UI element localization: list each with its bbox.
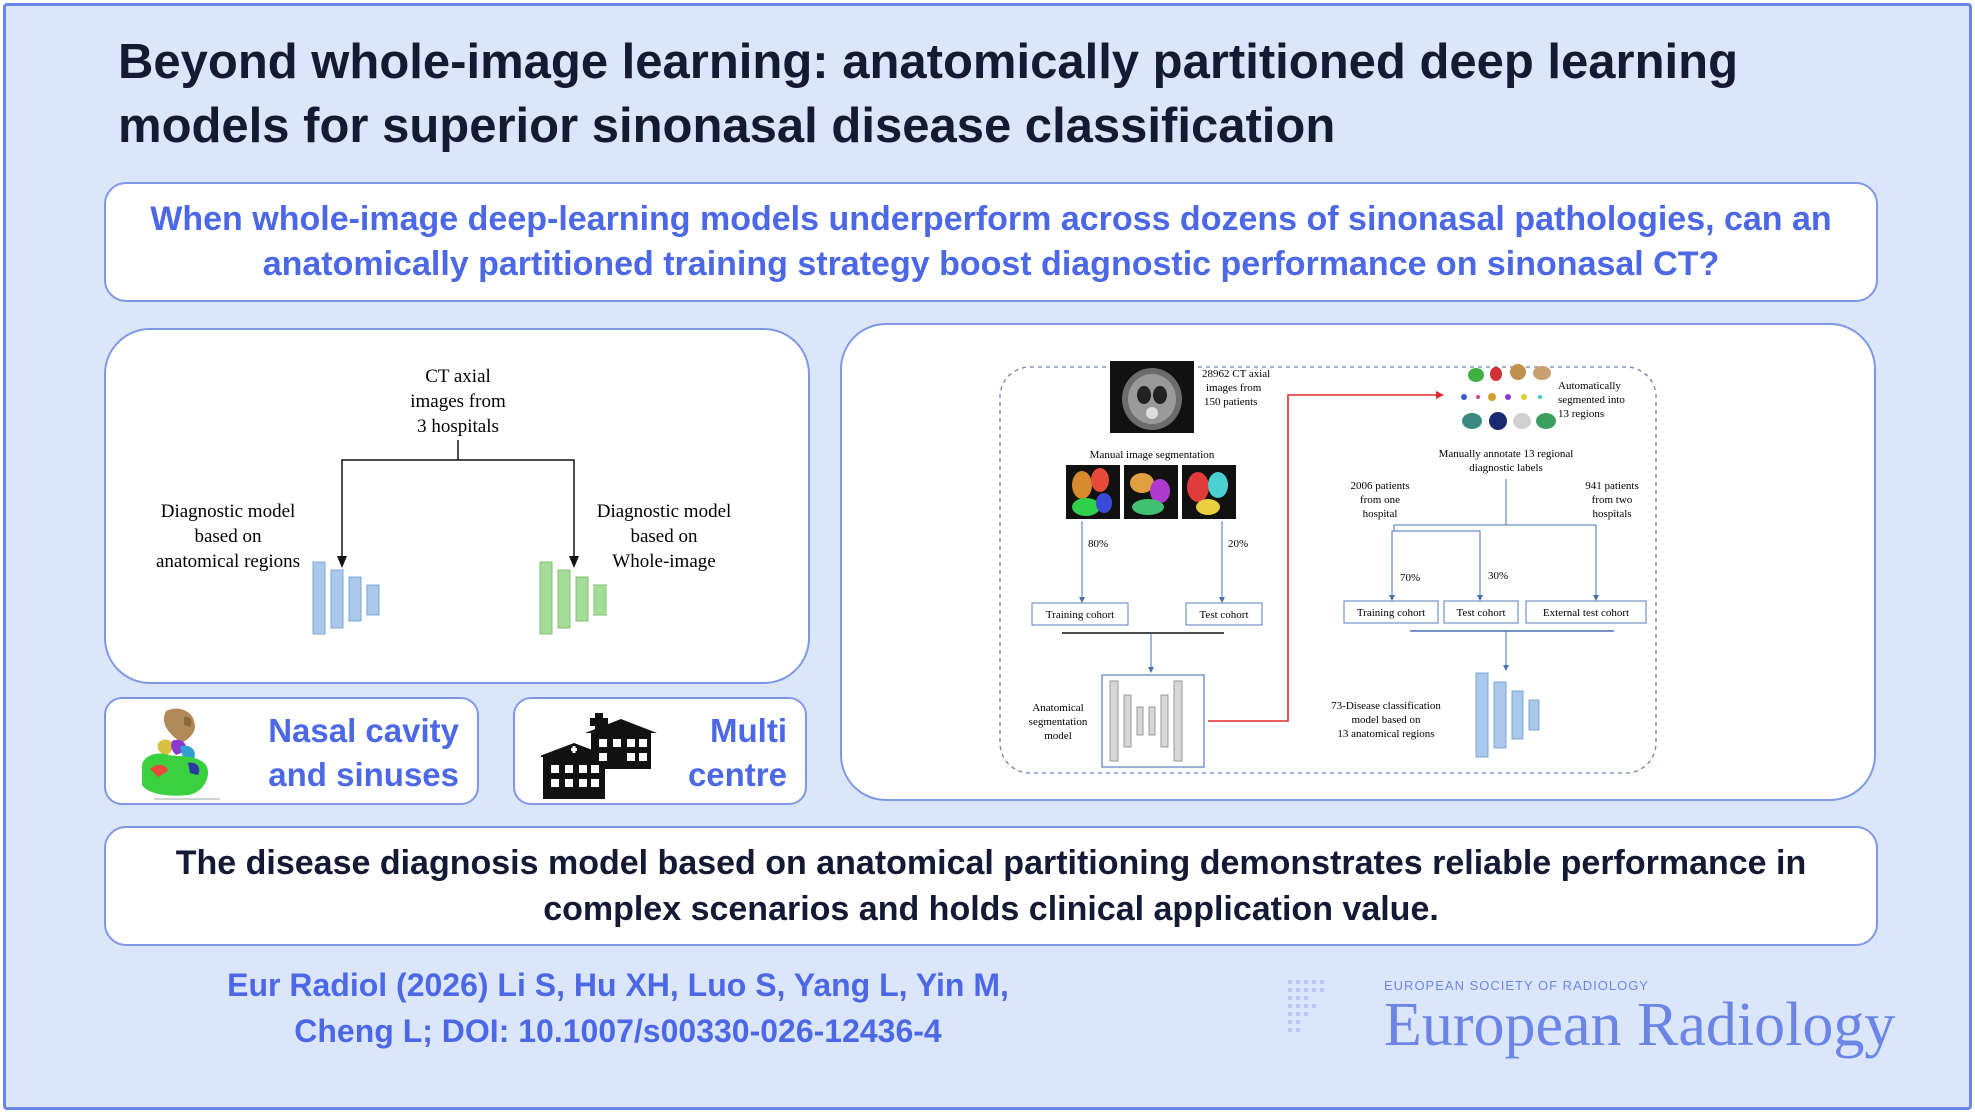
regional-model-label-line2: based on bbox=[194, 526, 262, 547]
model-comparison-panel: CT axial images from 3 hospitals Diagnos… bbox=[104, 328, 810, 684]
external-test-box bbox=[1525, 600, 1647, 624]
annotate-label-line1: Manually annotate 13 regional bbox=[1439, 448, 1574, 460]
nasal-line2: and sinuses bbox=[268, 756, 459, 793]
train-70-head bbox=[1389, 595, 1395, 601]
training-cohort-box bbox=[1031, 602, 1129, 626]
manual-segmentation-label: Manual image segmentation bbox=[1090, 449, 1215, 461]
seg-model-label-line2: segmentation bbox=[1029, 716, 1088, 728]
key-conclusion: The disease diagnosis model based on ana… bbox=[104, 826, 1878, 946]
split-70-label: 70% bbox=[1400, 572, 1420, 584]
merge-arrow-2-head bbox=[1503, 665, 1509, 671]
regional-network-icon bbox=[312, 561, 380, 635]
ct-count-line2: images from bbox=[1206, 382, 1262, 394]
whole-image-model-label-line1: Diagnostic model bbox=[597, 501, 732, 522]
workflow-link-arrow bbox=[1208, 394, 1440, 722]
classification-label-line1: 73-Disease classification bbox=[1331, 700, 1441, 712]
auto-seg-label-line2: segmented into bbox=[1558, 394, 1625, 406]
regional-model-label-line3: anatomical regions bbox=[156, 551, 300, 572]
sinus-3d-icon bbox=[142, 708, 220, 800]
auto-seg-label-line3: 13 regions bbox=[1558, 408, 1604, 420]
thirteen-region-thumbnails bbox=[1461, 364, 1556, 430]
merge-arrow-head bbox=[1148, 667, 1154, 673]
right-arrowhead bbox=[569, 556, 579, 568]
multicentre-chip: Multi centre bbox=[513, 697, 807, 805]
hospital-buildings-icon bbox=[541, 713, 657, 799]
whole-image-model-label-line2: based on bbox=[630, 526, 698, 547]
split-stem bbox=[1393, 525, 1442, 532]
external-branch-line bbox=[1505, 479, 1597, 599]
test-cohort-label: Test cohort bbox=[1199, 609, 1248, 621]
citation-line2: Cheng L; DOI: 10.1007/s00330-026-12436-4 bbox=[294, 1013, 942, 1049]
test-cohort-box bbox=[1185, 602, 1263, 626]
training-cohort-label: Training cohort bbox=[1046, 609, 1114, 621]
external-test-label: External test cohort bbox=[1543, 607, 1629, 619]
training-cohort-2-label: Training cohort bbox=[1357, 607, 1425, 619]
seg-model-label-line3: model bbox=[1044, 730, 1072, 742]
journal-logo-mark bbox=[1288, 980, 1324, 1032]
model-comparison-diagram: CT axial images from 3 hospitals Diagnos… bbox=[156, 366, 732, 635]
auto-seg-label-line1: Automatically bbox=[1558, 380, 1621, 392]
seg-model-label-line1: Anatomical bbox=[1032, 702, 1083, 714]
ct-label-line2: images from bbox=[410, 391, 506, 412]
multi-line2: centre bbox=[687, 756, 787, 793]
segmentation-network-icon bbox=[1101, 674, 1205, 768]
page-title: Beyond whole-image learning: anatomicall… bbox=[118, 35, 1739, 153]
split-80-label: 80% bbox=[1088, 538, 1108, 550]
one-hospital-label-line1: 2006 patients bbox=[1351, 480, 1410, 492]
test-30-head bbox=[1477, 595, 1483, 601]
ct-count-line3: 150 patients bbox=[1204, 396, 1257, 408]
test-cohort-2-box bbox=[1443, 600, 1519, 624]
external-branch-head bbox=[1593, 595, 1599, 601]
segmented-regions-images bbox=[1066, 465, 1236, 519]
nasal-cavity-label: Nasal cavity and sinuses bbox=[268, 709, 459, 797]
multi-centre-label: Multi centre bbox=[688, 709, 787, 797]
annotate-label-line2: diagnostic labels bbox=[1469, 462, 1543, 474]
society-name: EUROPEAN SOCIETY OF RADIOLOGY bbox=[1384, 978, 1649, 993]
regional-model-label-line1: Diagnostic model bbox=[161, 501, 296, 522]
one-hospital-label-line3: hospital bbox=[1363, 508, 1398, 520]
whole-image-model-label-line3: Whole-image bbox=[612, 551, 715, 572]
split-20-label: 20% bbox=[1228, 538, 1248, 550]
two-hospitals-label-line1: 941 patients bbox=[1585, 480, 1638, 492]
research-question: When whole-image deep-learning models un… bbox=[104, 182, 1878, 302]
test-cohort-2-label: Test cohort bbox=[1456, 607, 1505, 619]
two-hospitals-label-line2: from two bbox=[1592, 494, 1633, 506]
multi-line1: Multi bbox=[710, 712, 787, 749]
classification-network-icon bbox=[1475, 672, 1540, 758]
whole-image-network-icon bbox=[539, 561, 607, 635]
arrow-80-head bbox=[1079, 597, 1085, 603]
classification-label-line2: model based on bbox=[1351, 714, 1421, 726]
classification-label-line3: 13 anatomical regions bbox=[1337, 728, 1434, 740]
ct-count-line1: 28962 CT axial bbox=[1202, 368, 1270, 380]
anatomy-chip: Nasal cavity and sinuses bbox=[104, 697, 479, 805]
left-arrowhead bbox=[337, 556, 347, 568]
workflow-link-arrowhead bbox=[1436, 391, 1444, 399]
citation: Eur Radiol (2026) Li S, Hu XH, Luo S, Ya… bbox=[118, 962, 1118, 1054]
journal-name: European Radiology bbox=[1384, 991, 1896, 1059]
nasal-line1: Nasal cavity bbox=[268, 712, 459, 749]
training-cohort-2-box bbox=[1343, 600, 1439, 624]
branch-connector bbox=[341, 459, 575, 558]
split-30-label: 30% bbox=[1488, 570, 1508, 582]
citation-line1: Eur Radiol (2026) Li S, Hu XH, Luo S, Ya… bbox=[227, 967, 1009, 1003]
workflow-dashed-border bbox=[999, 366, 1657, 774]
workflow-panel: 28962 CT axial images from 150 patients … bbox=[840, 323, 1876, 801]
internal-split-connector bbox=[1391, 530, 1481, 599]
two-hospitals-label-line3: hospitals bbox=[1592, 508, 1631, 520]
workflow-diagram: 28962 CT axial images from 150 patients … bbox=[999, 361, 1657, 774]
ct-axial-image bbox=[1110, 361, 1194, 433]
arrow-20-head bbox=[1219, 597, 1225, 603]
one-hospital-label-line2: from one bbox=[1360, 494, 1400, 506]
ct-label-line3: 3 hospitals bbox=[417, 416, 499, 437]
ct-label-line1: CT axial bbox=[425, 366, 491, 387]
